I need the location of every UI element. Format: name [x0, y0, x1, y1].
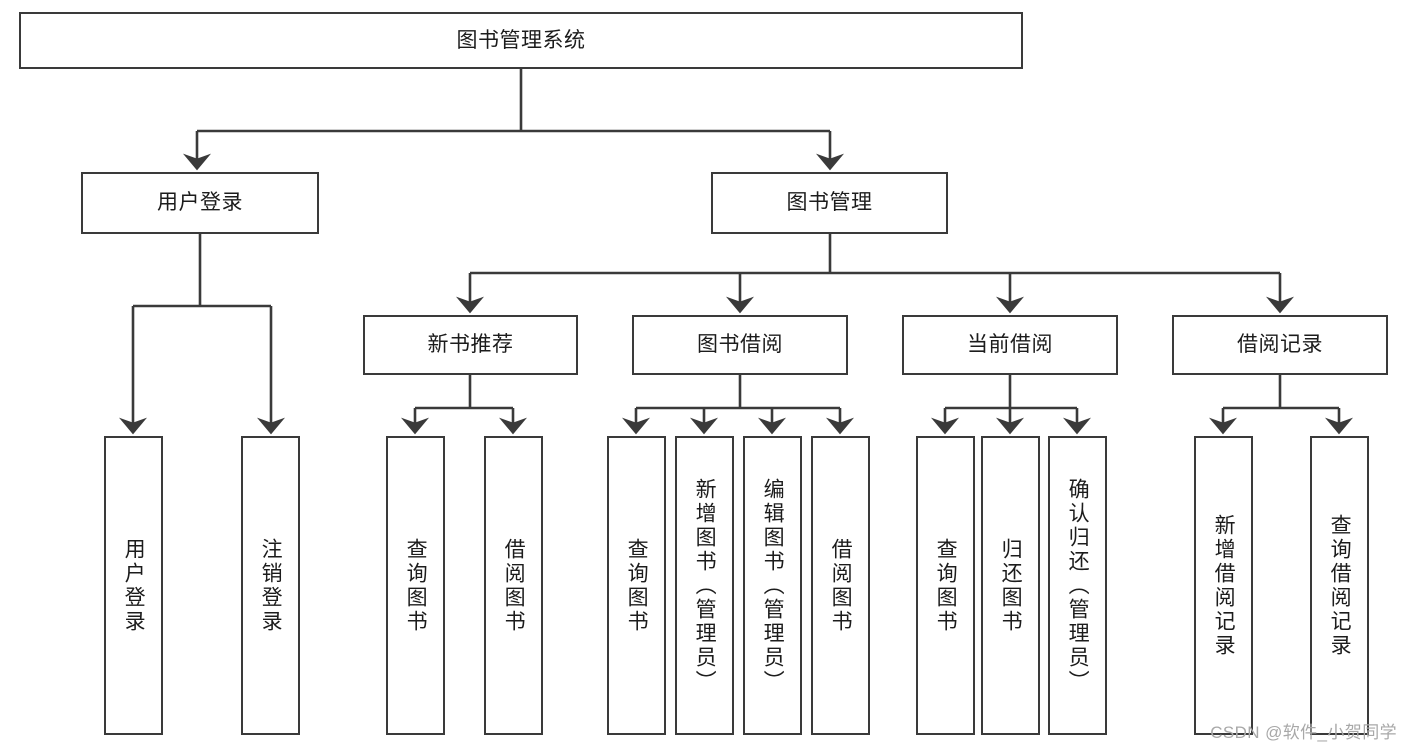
node-leaf-borrow-book-2[interactable]: 借阅图书	[811, 436, 870, 735]
node-leaf-add-book-label: 新增图书（管理员）	[693, 477, 717, 694]
node-leaf-borrow-book-2-label: 借阅图书	[829, 537, 853, 634]
node-leaf-query-book-3-label: 查询图书	[934, 537, 958, 634]
node-leaf-logout[interactable]: 注销登录	[241, 436, 300, 735]
node-new-book-recommend[interactable]: 新书推荐	[363, 315, 578, 375]
node-leaf-edit-book-label: 编辑图书（管理员）	[761, 477, 785, 694]
node-leaf-query-book-1-label: 查询图书	[404, 537, 428, 634]
node-new-book-recommend-label: 新书推荐	[427, 333, 514, 357]
node-leaf-query-book-3[interactable]: 查询图书	[916, 436, 975, 735]
node-user-login-label: 用户登录	[157, 191, 243, 215]
node-leaf-return-book[interactable]: 归还图书	[981, 436, 1040, 735]
node-leaf-return-book-label: 归还图书	[999, 537, 1023, 634]
node-book-manage[interactable]: 图书管理	[711, 172, 948, 234]
node-book-borrow-label: 图书借阅	[697, 333, 783, 357]
node-leaf-add-record-label: 新增借阅记录	[1212, 513, 1236, 658]
node-book-manage-label: 图书管理	[786, 191, 873, 215]
node-user-login[interactable]: 用户登录	[81, 172, 319, 234]
node-leaf-query-record-label: 查询借阅记录	[1328, 513, 1352, 658]
node-leaf-query-book-1[interactable]: 查询图书	[386, 436, 445, 735]
node-leaf-add-book[interactable]: 新增图书（管理员）	[675, 436, 734, 735]
node-leaf-add-record[interactable]: 新增借阅记录	[1194, 436, 1253, 735]
node-leaf-edit-book[interactable]: 编辑图书（管理员）	[743, 436, 802, 735]
node-borrow-record[interactable]: 借阅记录	[1172, 315, 1388, 375]
node-current-borrow[interactable]: 当前借阅	[902, 315, 1118, 375]
node-leaf-query-book-2-label: 查询图书	[625, 537, 649, 634]
node-leaf-borrow-book-1-label: 借阅图书	[502, 537, 526, 634]
node-leaf-user-login-label: 用户登录	[122, 537, 146, 634]
node-leaf-query-record[interactable]: 查询借阅记录	[1310, 436, 1369, 735]
node-leaf-confirm-return-label: 确认归还（管理员）	[1066, 477, 1090, 694]
node-leaf-query-book-2[interactable]: 查询图书	[607, 436, 666, 735]
node-leaf-user-login[interactable]: 用户登录	[104, 436, 163, 735]
node-root[interactable]: 图书管理系统	[19, 12, 1023, 69]
node-borrow-record-label: 借阅记录	[1237, 333, 1323, 357]
node-leaf-borrow-book-1[interactable]: 借阅图书	[484, 436, 543, 735]
csdn-watermark: CSDN @软件_小贺同学	[1210, 723, 1397, 742]
node-leaf-confirm-return[interactable]: 确认归还（管理员）	[1048, 436, 1107, 735]
node-leaf-logout-label: 注销登录	[259, 537, 283, 634]
node-current-borrow-label: 当前借阅	[967, 333, 1053, 357]
node-book-borrow[interactable]: 图书借阅	[632, 315, 848, 375]
node-root-label: 图书管理系统	[456, 28, 586, 52]
